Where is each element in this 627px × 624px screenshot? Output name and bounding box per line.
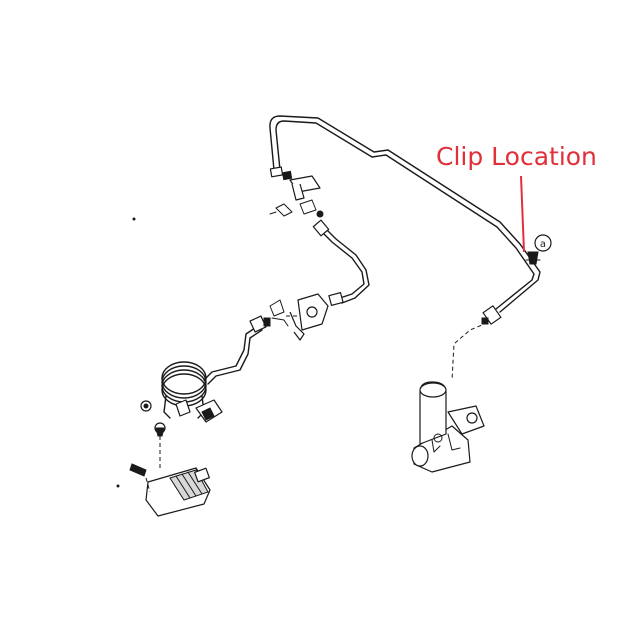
reference-marker-a: a xyxy=(534,234,552,252)
callout-leader-line xyxy=(520,175,525,253)
middle-bracket xyxy=(269,293,329,341)
bolt-upper-left xyxy=(140,400,152,412)
dashed-connector-master xyxy=(451,319,495,381)
clutch-pipe-upper xyxy=(269,115,541,313)
pipe-fitting-upper xyxy=(269,166,293,181)
clutch-pipe-lower xyxy=(203,315,271,385)
pipe-clip xyxy=(525,251,541,265)
pipe-fitting-master xyxy=(481,305,502,325)
svg-text:a: a xyxy=(540,239,546,250)
coil-bracket xyxy=(175,399,223,423)
bolt-lower-left xyxy=(154,422,166,470)
callout-clip-location-label: Clip Location xyxy=(436,142,597,171)
slave-cylinder xyxy=(129,463,211,517)
master-cylinder xyxy=(411,381,485,473)
flexible-hose xyxy=(312,219,370,306)
upper-bracket xyxy=(269,175,324,218)
